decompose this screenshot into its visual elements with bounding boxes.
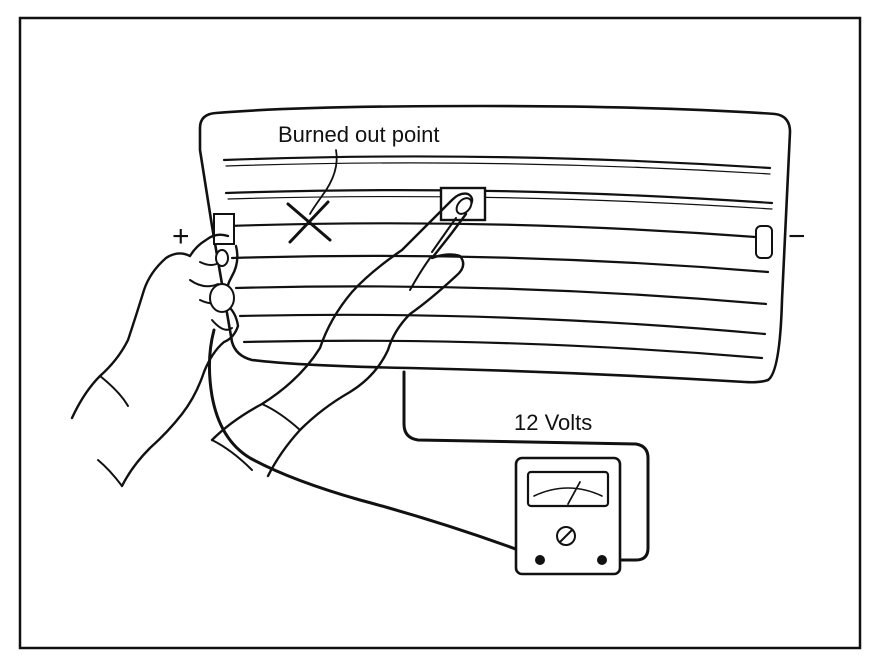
positive-terminal-sign: + [172, 220, 190, 253]
right-hand-probe [210, 192, 474, 478]
heating-grid [222, 155, 774, 360]
grid-line [234, 285, 768, 306]
negative-terminal-sign: − [788, 220, 806, 253]
negative-input-jack [597, 555, 607, 565]
burned-point-x-mark-icon [286, 200, 332, 244]
grid-line-edge [225, 162, 771, 175]
burned-point-leader-line [309, 149, 338, 215]
voltmeter-needle-icon [567, 481, 581, 505]
voltage-label: 12 Volts [514, 410, 592, 435]
left-hand-probe [70, 233, 240, 488]
burned-out-point-label: Burned out point [278, 122, 439, 147]
voltmeter [514, 456, 622, 576]
voltmeter-scale-arc [533, 487, 603, 497]
grid-line [238, 313, 767, 336]
negative-bus-bar-terminal [755, 225, 773, 259]
positive-bus-bar-terminal [213, 213, 235, 245]
grid-line-edge [227, 195, 773, 210]
voltmeter-display [526, 470, 610, 508]
grid-line [224, 189, 774, 205]
grid-line [230, 254, 770, 274]
positive-input-jack [535, 555, 545, 565]
outer-frame [18, 16, 862, 650]
negative-test-lead [402, 370, 650, 562]
rear-window-glass [198, 104, 792, 384]
adjust-knob-screw-icon [556, 526, 576, 546]
grid-line [242, 339, 764, 360]
positive-test-lead [207, 328, 542, 560]
grid-line [226, 222, 772, 240]
grid-line [222, 155, 772, 170]
